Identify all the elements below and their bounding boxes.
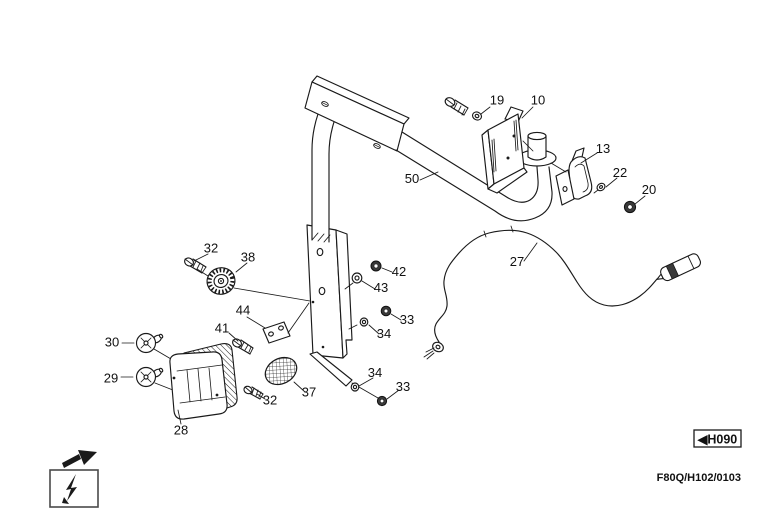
part-50-lamp-bar [304, 75, 557, 243]
callout-32-upper: 32 [204, 241, 218, 256]
part-43-washer [351, 272, 363, 284]
part-28-lamp-housing [169, 343, 238, 420]
part-30-bulb [135, 332, 172, 360]
callout-19: 19 [490, 93, 504, 108]
callout-44: 44 [236, 303, 250, 318]
callout-32-lower: 32 [263, 393, 277, 408]
callout-50: 50 [405, 171, 419, 186]
callout-labels: 19 10 13 22 20 50 27 32 38 42 43 44 41 3… [104, 93, 656, 438]
callout-28: 28 [174, 423, 188, 438]
callout-20: 20 [642, 182, 656, 197]
part-20-nut [623, 200, 637, 214]
lightning-bolt-icon [62, 474, 77, 504]
nav-ref-h090[interactable]: ◀H090 [693, 429, 742, 448]
part-33-nut-mid [348, 305, 392, 330]
direction-arrow-icon [62, 450, 97, 468]
cable-connector [656, 253, 701, 282]
part-mounting-plate [306, 224, 379, 399]
callout-22: 22 [613, 165, 627, 180]
callout-37: 37 [302, 385, 316, 400]
part-38-horn-disc [196, 267, 311, 302]
callout-29: 29 [104, 371, 118, 386]
part-32-screw-lower [243, 385, 264, 400]
part-34-washer-low [350, 382, 360, 392]
callout-41: 41 [215, 321, 229, 336]
callout-30: 30 [105, 335, 119, 350]
part-32-screw-upper [184, 257, 207, 274]
leader-lines [120, 106, 646, 425]
part-19-screw-washer [444, 97, 483, 121]
callout-10: 10 [531, 93, 545, 108]
callout-13: 13 [596, 141, 610, 156]
callout-27: 27 [510, 254, 524, 269]
part-37-reflector [264, 356, 298, 386]
callout-34-low: 34 [368, 365, 382, 380]
part-34-washer-mid [359, 317, 369, 327]
part-42-nut [344, 260, 382, 290]
figure-code: F80Q/H102/0103 [657, 472, 741, 484]
callout-34-mid: 34 [377, 326, 391, 341]
part-44-plate [262, 302, 310, 344]
nav-ref-label: ◀H090 [697, 433, 738, 447]
part-33-nut-low [376, 395, 388, 407]
part-41-screw [232, 338, 254, 355]
callout-38: 38 [241, 250, 255, 265]
section-symbol-box [49, 450, 99, 508]
part-22-grommet [593, 182, 606, 194]
callout-33-low: 33 [396, 379, 410, 394]
part-29-bulb [135, 366, 179, 393]
part-27-cable [423, 225, 701, 360]
part-13-clamp [550, 147, 593, 206]
part-10-bracket [481, 106, 534, 194]
callout-43: 43 [374, 280, 388, 295]
callout-42: 42 [392, 264, 406, 279]
callout-33-mid: 33 [400, 312, 414, 327]
